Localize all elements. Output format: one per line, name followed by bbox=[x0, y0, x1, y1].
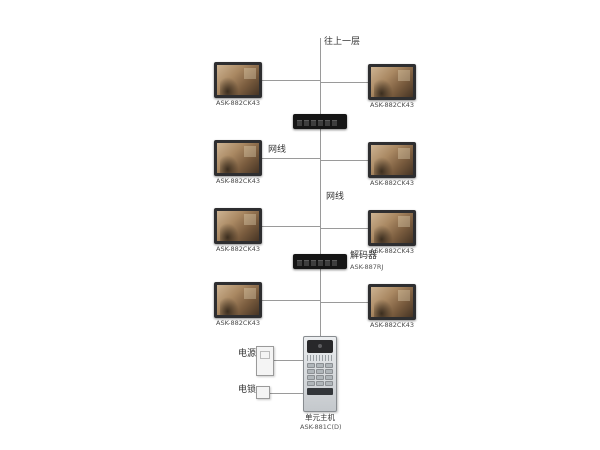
network-cable-label-2: 网线 bbox=[326, 192, 345, 202]
cable-line-right-2 bbox=[320, 160, 368, 161]
lock-cable-line bbox=[270, 393, 303, 394]
electric-lock-label: 电锁 bbox=[238, 385, 257, 395]
keypad-button bbox=[307, 375, 315, 380]
monitor-model-label: ASK-882CK43 bbox=[216, 99, 260, 107]
door-station-keypad bbox=[307, 363, 333, 386]
switch-port bbox=[311, 120, 316, 126]
monitor-model-label: ASK-882CK43 bbox=[370, 321, 414, 329]
electric-lock-box bbox=[256, 386, 270, 399]
network-switch-1 bbox=[293, 114, 347, 129]
keypad-button bbox=[307, 363, 315, 368]
monitor-screen bbox=[217, 211, 259, 241]
monitor-model-label: ASK-882CK43 bbox=[216, 245, 260, 253]
switch-port bbox=[311, 260, 316, 266]
switch-port bbox=[318, 120, 323, 126]
door-station bbox=[303, 336, 337, 412]
keypad-button bbox=[316, 363, 324, 368]
indoor-monitor-left-2 bbox=[214, 140, 262, 176]
to-upper-floor-label: 往上一层 bbox=[324, 37, 361, 47]
switch-port bbox=[332, 260, 337, 266]
indoor-monitor-right-1 bbox=[368, 64, 416, 100]
monitor-screen bbox=[217, 143, 259, 173]
power-cable-line bbox=[274, 360, 303, 361]
monitor-screen bbox=[217, 65, 259, 95]
monitor-screen bbox=[371, 213, 413, 243]
keypad-button bbox=[316, 375, 324, 380]
monitor-screen bbox=[371, 145, 413, 175]
indoor-monitor-right-4 bbox=[368, 284, 416, 320]
switch-port bbox=[304, 260, 309, 266]
monitor-screen bbox=[217, 285, 259, 315]
power-supply-box bbox=[256, 346, 274, 376]
indoor-monitor-right-3 bbox=[368, 210, 416, 246]
monitor-model-label: ASK-882CK43 bbox=[370, 101, 414, 109]
decoder-switch bbox=[293, 254, 347, 269]
door-station-speaker bbox=[307, 355, 333, 361]
monitor-model-label: ASK-882CK43 bbox=[216, 319, 260, 327]
keypad-button bbox=[325, 363, 333, 368]
switch-port bbox=[332, 120, 337, 126]
door-station-display bbox=[307, 388, 333, 395]
keypad-button bbox=[316, 369, 324, 374]
indoor-monitor-left-3 bbox=[214, 208, 262, 244]
cable-line-left-3 bbox=[262, 226, 320, 227]
indoor-monitor-left-4 bbox=[214, 282, 262, 318]
switch-port bbox=[325, 120, 330, 126]
keypad-button bbox=[325, 381, 333, 386]
monitor-screen bbox=[371, 287, 413, 317]
switch-port bbox=[325, 260, 330, 266]
decoder-model-label: ASK-887RJ bbox=[350, 263, 384, 271]
switch-port bbox=[297, 120, 302, 126]
cable-line-right-1 bbox=[320, 82, 368, 83]
cable-line-right-4 bbox=[320, 302, 368, 303]
switch-port bbox=[318, 260, 323, 266]
keypad-button bbox=[307, 381, 315, 386]
cable-line-right-3 bbox=[320, 228, 368, 229]
power-supply-label: 电源 bbox=[238, 349, 257, 359]
switch-port bbox=[304, 120, 309, 126]
cable-line-left-1 bbox=[262, 80, 320, 81]
network-cable-label-1: 网线 bbox=[268, 145, 287, 155]
keypad-button bbox=[325, 375, 333, 380]
indoor-monitor-left-1 bbox=[214, 62, 262, 98]
monitor-model-label: ASK-882CK43 bbox=[216, 177, 260, 185]
cable-line-left-4 bbox=[262, 300, 320, 301]
keypad-button bbox=[307, 369, 315, 374]
indoor-monitor-right-2 bbox=[368, 142, 416, 178]
riser-cable-line bbox=[320, 38, 321, 336]
switch-port bbox=[297, 260, 302, 266]
keypad-button bbox=[325, 369, 333, 374]
door-station-model-label: ASK-881C(D) bbox=[300, 423, 342, 431]
door-station-camera bbox=[307, 340, 333, 353]
monitor-model-label: ASK-882CK43 bbox=[370, 179, 414, 187]
monitor-screen bbox=[371, 67, 413, 97]
monitor-model-label: ASK-882CK43 bbox=[370, 247, 414, 255]
keypad-button bbox=[316, 381, 324, 386]
door-station-label: 单元主机 bbox=[305, 413, 335, 422]
decoder-label: 解码器 bbox=[350, 251, 378, 261]
cable-line-left-2 bbox=[262, 158, 320, 159]
